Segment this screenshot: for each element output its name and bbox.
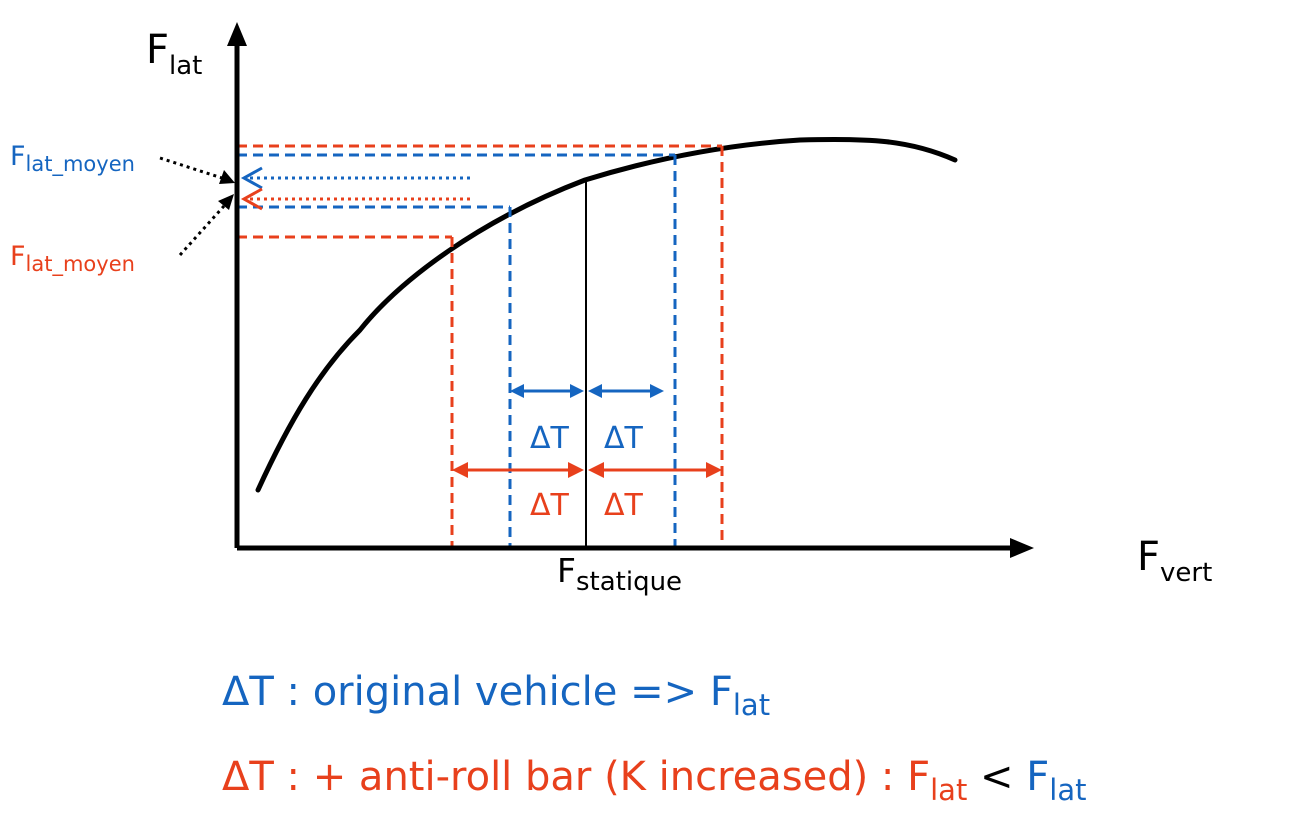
blue-flat-moyen-label: Flat_moyen (10, 141, 135, 177)
blue-average-arrow (240, 166, 470, 190)
legend-red: ΔT : + anti-roll bar (K increased) : Fla… (222, 754, 1087, 807)
y-axis-label: Flat (146, 27, 202, 81)
leader-lines (159, 156, 235, 257)
red-delta-arrows (452, 462, 722, 478)
red-delta-right: ΔT (604, 488, 644, 523)
x-axis-label: Fvert (1137, 534, 1212, 588)
legend-blue: ΔT : original vehicle => Flat (222, 669, 770, 722)
red-average-arrow (240, 187, 470, 211)
static-label: Fstatique (557, 551, 682, 597)
red-guides (237, 144, 724, 548)
blue-delta-left: ΔT (530, 421, 570, 456)
axes (227, 22, 1034, 558)
blue-delta-arrows (510, 384, 664, 398)
red-flat-moyen-label: Flat_moyen (10, 241, 135, 277)
blue-delta-right: ΔT (604, 421, 644, 456)
force-curve (255, 136, 958, 493)
blue-guides (237, 153, 677, 548)
red-delta-left: ΔT (530, 488, 570, 523)
